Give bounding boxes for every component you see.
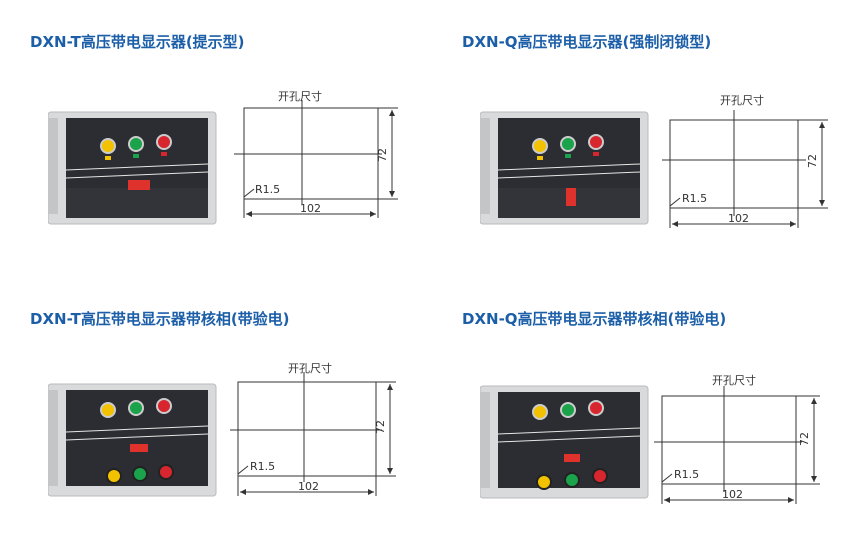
drawing-caption: 开孔尺寸: [278, 89, 322, 103]
display-device-photo: [47, 380, 218, 500]
radius-label: R1.5: [682, 192, 707, 205]
display-device-photo: [47, 108, 218, 228]
display-device-photo: [479, 382, 650, 502]
height-dimension: 72: [374, 420, 387, 434]
radius-label: R1.5: [674, 468, 699, 481]
width-dimension: 102: [298, 480, 319, 493]
display-device-photo: [479, 108, 650, 228]
height-dimension: 72: [806, 154, 819, 168]
cutout-drawing: 开孔尺寸 102 72 R1.5: [228, 360, 398, 500]
width-dimension: 102: [722, 488, 743, 501]
product-title: DXN-T高压带电显示器带核相(带验电): [30, 310, 290, 328]
drawing-caption: 开孔尺寸: [720, 93, 764, 107]
drawing-caption: 开孔尺寸: [712, 373, 756, 387]
height-dimension: 72: [798, 432, 811, 446]
product-title: DXN-Q高压带电显示器(强制闭锁型): [462, 33, 712, 51]
width-dimension: 102: [728, 212, 749, 225]
cutout-drawing: 开孔尺寸 102 72 R1.5: [230, 88, 400, 228]
product-title: DXN-Q高压带电显示器带核相(带验电): [462, 310, 727, 328]
cutout-drawing: 开孔尺寸 102 72 R1.5: [652, 372, 822, 512]
radius-label: R1.5: [250, 460, 275, 473]
height-dimension: 72: [376, 148, 389, 162]
cutout-drawing: 开孔尺寸 102 72 R1.5: [660, 92, 830, 232]
drawing-caption: 开孔尺寸: [288, 361, 332, 375]
width-dimension: 102: [300, 202, 321, 215]
product-title: DXN-T高压带电显示器(提示型): [30, 33, 245, 51]
radius-label: R1.5: [255, 183, 280, 196]
